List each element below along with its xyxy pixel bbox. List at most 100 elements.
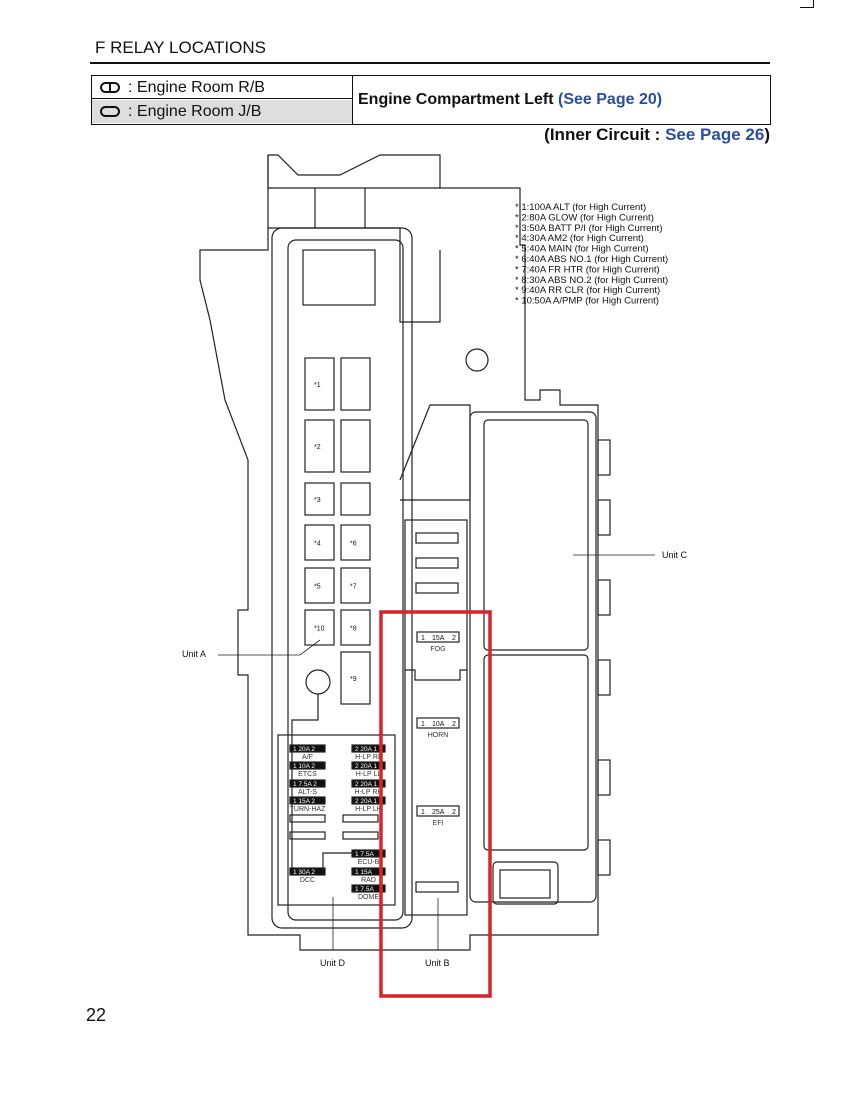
note-line: * 8:30A ABS NO.2 (for High Current) (515, 275, 668, 286)
relay-slot (304, 567, 335, 604)
crop-mark (813, 0, 814, 8)
fuse (416, 717, 460, 729)
relay-slot (340, 482, 371, 516)
slot-label: *5 (314, 584, 321, 591)
note-line: * 2:80A GLOW (for High Current) (515, 212, 654, 223)
legend-jb-label: : Engine Room J/B (128, 103, 262, 120)
fuse-name: H-LP LH (355, 806, 382, 813)
slot-label: *1 (314, 382, 321, 389)
fuse (289, 761, 326, 770)
unit-d-label: Unit D (320, 958, 346, 968)
fuse-name: ALT-S (298, 789, 317, 796)
note-line: * 6:40A ABS NO.1 (for High Current) (515, 254, 668, 265)
slot-label: *4 (314, 541, 321, 548)
see-page-26-link[interactable]: See Page 26 (665, 125, 765, 144)
fuse-rating: 25A (432, 809, 445, 816)
unit-d-frame (277, 734, 396, 906)
pin-1: 1 (421, 635, 425, 642)
housing-top (267, 155, 440, 189)
divider (352, 76, 353, 124)
fuse-name: H-LP RL (355, 754, 382, 761)
unit-b-label: Unit B (425, 958, 450, 968)
fuse (289, 867, 326, 876)
title-rule (90, 62, 770, 64)
relay-slot (304, 524, 335, 561)
relay-slot (304, 482, 335, 516)
fuse-name: EFI (433, 820, 444, 827)
fuse-rating: 10A (432, 721, 445, 728)
slot-label: *6 (350, 541, 357, 548)
see-page-20-link[interactable]: (See Page 20) (558, 91, 663, 108)
fuse-rating: 1 7.5A (355, 886, 374, 893)
page-title: F RELAY LOCATIONS (95, 38, 266, 57)
fuse-rating: 1 10A 2 (293, 763, 315, 770)
unit-c-label: Unit C (662, 550, 688, 560)
pin-1: 1 (421, 721, 425, 728)
legend-rb: : Engine Room R/B (92, 76, 352, 99)
note-line: * 3:50A BATT P/I (for High Current) (515, 223, 662, 234)
relay-block-icon (100, 82, 120, 94)
junction-block-icon (100, 106, 120, 118)
fuse (289, 779, 326, 788)
legend-table: : Engine Room R/B : Engine Room J/B Engi… (91, 75, 771, 125)
fuse (351, 744, 386, 753)
inner-suffix: ) (764, 125, 770, 144)
connector (492, 861, 559, 905)
relay-slot (304, 357, 335, 411)
fuse (289, 744, 326, 753)
relay-slot (340, 651, 371, 705)
slot-label: *8 (350, 626, 357, 633)
fuse-name: TURN-HAZ (290, 806, 326, 813)
relay-slot (340, 419, 371, 473)
mounting-hole (465, 348, 489, 372)
fuse-name: ETCS (298, 771, 317, 778)
fuse (351, 796, 386, 805)
fuse-rating: 2 20A 1 (355, 763, 377, 770)
slot-label: *7 (350, 584, 357, 591)
note-line: * 10:50A A/PMP (for High Current) (515, 296, 659, 307)
inner-circuit-ref: (Inner Circuit : See Page 26) (544, 125, 770, 145)
fuse-name: ECU-B (358, 859, 380, 866)
fuse-rating: 2 20A 1 (355, 746, 377, 753)
location-label: Engine Compartment Left (358, 91, 559, 108)
unit-b-frame (404, 519, 468, 916)
relay-slot (304, 419, 335, 473)
relay-slot (340, 357, 371, 411)
note-line: * 9:40A RR CLR (for High Current) (515, 285, 660, 296)
legend-rb-label: : Engine Room R/B (128, 79, 265, 96)
fuse-rating: 2 20A 1 (355, 781, 377, 788)
legend-jb: : Engine Room J/B (92, 100, 352, 123)
fuse (416, 805, 460, 817)
pin-2: 2 (452, 721, 456, 728)
pin-1: 1 (421, 809, 425, 816)
note-line: * 1:100A ALT (for High Current) (515, 202, 646, 213)
fuse-name: FOG (430, 646, 445, 653)
fuse (416, 631, 460, 643)
fuse-rating: 1 7.5A (355, 851, 374, 858)
housing-outline (199, 154, 599, 951)
fuse (351, 867, 386, 876)
fuse-rating: 1 15A (355, 869, 373, 876)
unit-a-label: Unit A (182, 649, 206, 659)
inner-prefix: (Inner Circuit : (544, 125, 666, 144)
slot-label: *2 (314, 444, 321, 451)
highlight-box-unit-b (379, 610, 492, 998)
slot-label: *3 (314, 497, 321, 504)
fuse-name: DCC (300, 877, 315, 884)
unit-a-frame (287, 239, 404, 921)
crop-mark (800, 7, 814, 8)
unit-c-frame (469, 411, 597, 903)
fuse (351, 779, 386, 788)
fuse-rating: 2 20A 1 (355, 798, 377, 805)
fuse-rating: 1 20A 2 (293, 746, 315, 753)
relay-slot (304, 609, 335, 646)
fuse-name: HORN (428, 732, 449, 739)
fuse-name: RAD (361, 877, 376, 884)
relay-slot (340, 524, 371, 561)
fuse-rating: 1 15A 2 (293, 798, 315, 805)
fuse-name: H-LP RH (355, 789, 383, 796)
fuse-name: A/F (302, 754, 313, 761)
page-number: 22 (86, 1005, 107, 1025)
fuse (351, 884, 386, 893)
